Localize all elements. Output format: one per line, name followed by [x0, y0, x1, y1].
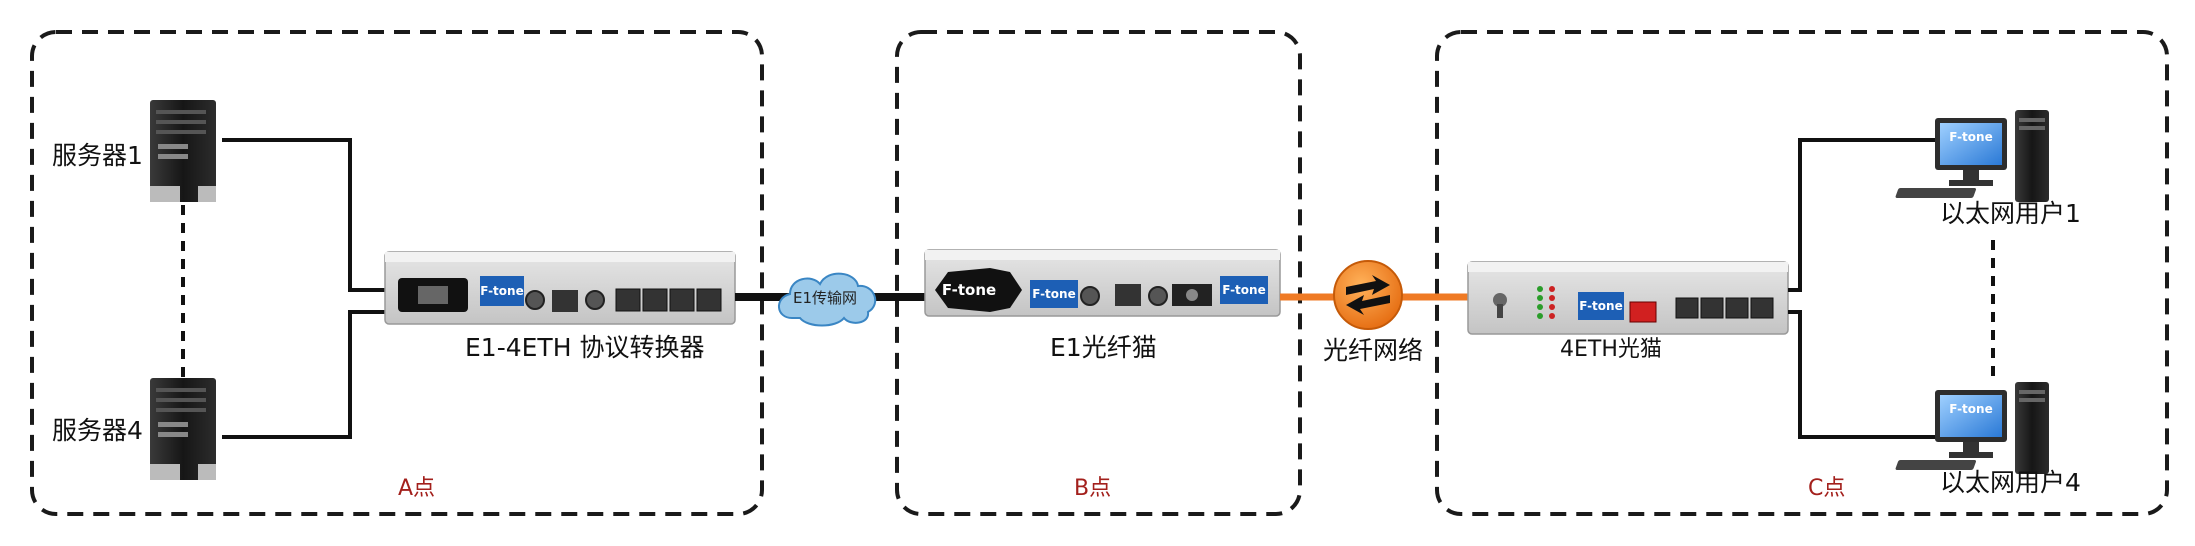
- server-4-label: 服务器4: [52, 416, 143, 445]
- zone-b-label: B点: [1074, 476, 1112, 501]
- zone-a-label: A点: [398, 476, 436, 501]
- fiber-network-icon: [1333, 260, 1403, 330]
- e1-modem-label: E1光纤猫: [1050, 333, 1157, 362]
- 4eth-optical-modem-device: [1467, 261, 1789, 335]
- e1-network-cloud-icon: [778, 272, 877, 327]
- zone-c-border: [1435, 30, 2169, 516]
- zone-c-label: C点: [1808, 476, 1846, 501]
- brand-logo-e1-modem-left: F-tone: [941, 280, 997, 299]
- server-cables: [181, 138, 385, 439]
- server-1-icon: [150, 100, 216, 202]
- brand-logo-e1-modem-right: F-tone: [1220, 276, 1268, 304]
- brand-logo-user-1: F-tone: [1949, 130, 1993, 144]
- brand-logo-converter: F-tone: [480, 276, 524, 306]
- brand-logo-e1-modem-middle: F-tone: [1030, 280, 1078, 308]
- e1-optical-modem-device: [924, 249, 1281, 317]
- brand-logo-4eth-modem: F-tone: [1578, 292, 1624, 320]
- user-1-pc-icon: [1895, 110, 2049, 202]
- converter-label: E1-4ETH 协议转换器: [465, 333, 705, 362]
- server-1-label: 服务器1: [52, 141, 143, 170]
- zone-b-border: [895, 30, 1302, 516]
- server-4-icon: [150, 378, 216, 480]
- brand-logo-user-4: F-tone: [1949, 402, 1993, 416]
- zone-a-border: [30, 30, 764, 516]
- user-1-label: 以太网用户1: [1940, 199, 2081, 228]
- user-cables: [1788, 138, 1995, 439]
- user-4-pc-icon: [1895, 382, 2049, 474]
- fiber-network-label: 光纤网络: [1323, 336, 1424, 365]
- e1-4eth-converter-device: [384, 251, 736, 325]
- e1-network-label: E1传输网: [793, 289, 858, 307]
- user-4-label: 以太网用户4: [1940, 468, 2081, 497]
- eth-modem-label: 4ETH光猫: [1560, 337, 1662, 362]
